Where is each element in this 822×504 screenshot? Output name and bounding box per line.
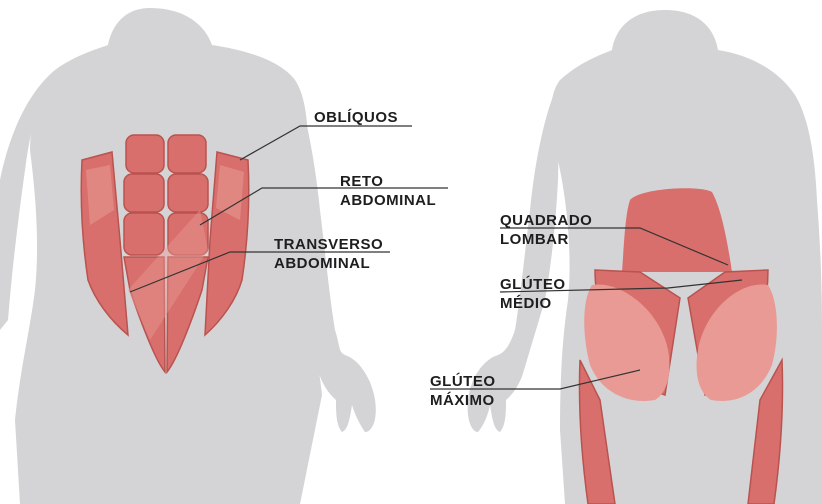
label-quadrado-line1: QUADRADO — [500, 211, 592, 230]
label-transverso-line1: TRANSVERSO — [274, 235, 383, 254]
rectus-segment — [168, 135, 206, 173]
label-transverso-abdominal: TRANSVERSO ABDOMINAL — [274, 235, 383, 273]
label-reto-line2: ABDOMINAL — [340, 191, 436, 210]
label-obliquos: OBLÍQUOS — [314, 108, 398, 127]
label-gluteo-medio: GLÚTEO MÉDIO — [500, 275, 566, 313]
label-reto-abdominal: RETO ABDOMINAL — [340, 172, 436, 210]
label-gluteo-maximo-line1: GLÚTEO — [430, 372, 496, 391]
label-gluteo-maximo: GLÚTEO MÁXIMO — [430, 372, 496, 410]
label-gluteo-medio-line1: GLÚTEO — [500, 275, 566, 294]
rectus-segment — [124, 213, 164, 255]
label-transverso-line2: ABDOMINAL — [274, 254, 383, 273]
rectus-segment — [168, 174, 208, 212]
label-gluteo-maximo-line2: MÁXIMO — [430, 391, 496, 410]
label-reto-line1: RETO — [340, 172, 436, 191]
label-quadrado-lombar: QUADRADO LOMBAR — [500, 211, 592, 249]
rectus-segment — [124, 174, 164, 212]
rectus-segment — [126, 135, 164, 173]
label-quadrado-line2: LOMBAR — [500, 230, 592, 249]
label-gluteo-medio-line2: MÉDIO — [500, 294, 566, 313]
label-obliquos-text: OBLÍQUOS — [314, 108, 398, 127]
